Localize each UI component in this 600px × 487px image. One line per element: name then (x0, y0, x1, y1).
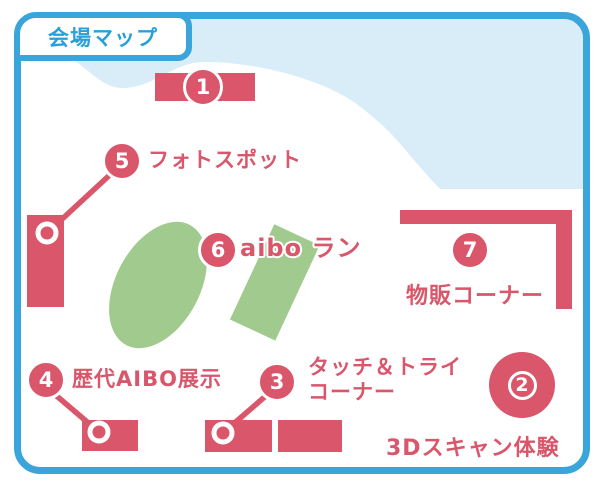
target-ring-3 (211, 421, 235, 445)
label-touch-try-line1: タッチ＆トライ (308, 355, 462, 379)
marker-3: 3 (257, 362, 297, 402)
label-touch-try-line2: コーナー (308, 380, 396, 404)
marker-7-number: 7 (462, 238, 478, 262)
marker-6-number: 6 (210, 238, 226, 262)
marker-7: 7 (450, 230, 490, 270)
goods-corner-side-bar (556, 210, 572, 309)
marker-5-number: 5 (114, 149, 130, 173)
light-blue-area (21, 19, 583, 189)
label-photo-spot: フォトスポット (148, 148, 302, 172)
marker-6: 6 (198, 230, 238, 270)
leader-line-5 (45, 169, 115, 236)
marker-4-number: 4 (38, 368, 54, 392)
target-ring-5 (35, 221, 59, 245)
photo-spot-booth (27, 215, 64, 307)
map-title: 会場マップ (48, 25, 158, 50)
marker-2-number: 2 (515, 374, 529, 396)
marker-3-number: 3 (269, 370, 285, 394)
label-3d-scan: 3Dスキャン体験 (386, 436, 560, 461)
touch-try-booth-right (278, 420, 342, 452)
aibo-run-field (109, 221, 207, 349)
target-ring-4 (87, 420, 111, 444)
marker-5: 5 (102, 141, 142, 181)
marker-1: 1 (183, 67, 223, 107)
goods-corner-top-bar (400, 210, 572, 224)
label-aibo-run: aibo ラン (240, 234, 362, 262)
label-goods-corner: 物販コーナー (406, 284, 545, 309)
label-aibo-exhibit: 歴代AIBO展示 (72, 367, 222, 391)
label-touch-try: タッチ＆トライ コーナー (308, 355, 462, 405)
marker-1-number: 1 (195, 75, 211, 99)
marker-2-ring: 2 (507, 370, 537, 400)
map-title-tab: 会場マップ (14, 12, 192, 61)
aibo-run-lane (229, 224, 320, 341)
marker-4: 4 (26, 360, 66, 400)
marker-2: 2 (489, 352, 555, 418)
